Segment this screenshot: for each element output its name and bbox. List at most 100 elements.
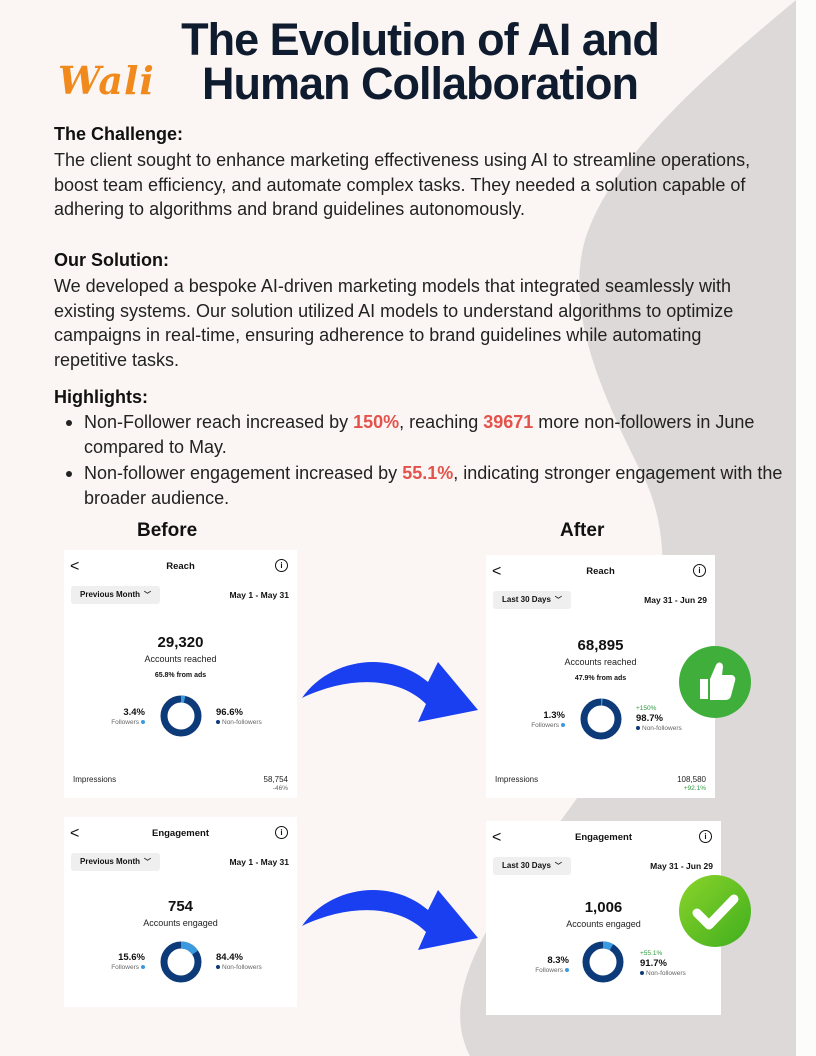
legend-dot: [561, 723, 565, 728]
donut-followers-arc: [160, 941, 202, 983]
nonfollowers-legend: Non-followers: [640, 970, 686, 977]
engagement-before-card: < Engagement i Previous Month ﹀ May 1 - …: [64, 817, 297, 1007]
period-dropdown[interactable]: Last 30 Days ﹀: [493, 591, 571, 609]
followers-label: Followers: [535, 967, 563, 974]
reach-before-card: < Reach i Previous Month ﹀ May 1 - May 3…: [64, 550, 297, 798]
date-range: May 1 - May 31: [229, 590, 289, 600]
legend-dot: [636, 726, 640, 731]
before-label: Before: [137, 520, 198, 541]
highlight-text: more non-followers in June compared to M…: [84, 412, 755, 457]
accounts-count: 68,895: [577, 637, 624, 654]
highlight-value: 55.1%: [402, 463, 454, 483]
legend-dot: [216, 965, 220, 970]
checkmark-icon: [679, 875, 751, 947]
back-icon[interactable]: <: [492, 563, 502, 580]
followers-donut: [160, 941, 202, 983]
donut-followers-arc: [160, 695, 202, 737]
followers-label: Followers: [531, 722, 559, 729]
impressions-delta: -46%: [272, 785, 288, 792]
accounts-label: Accounts engaged: [143, 918, 218, 928]
ads-share: 47.9% from ads: [574, 675, 627, 682]
accounts-label: Accounts engaged: [566, 919, 641, 929]
followers-legend: Followers: [535, 967, 569, 974]
solution-heading: Our Solution:: [54, 250, 169, 270]
chevron-down-icon: ﹀: [142, 592, 151, 599]
followers-label: Followers: [111, 719, 139, 726]
followers-legend: Followers: [531, 722, 565, 729]
donut-nonfollowers-arc: [580, 698, 622, 740]
period-dropdown[interactable]: Previous Month ﹀: [71, 853, 160, 871]
donut-nonfollowers-arc: [582, 941, 624, 983]
highlight-item: Non-Follower reach increased by 150%, re…: [66, 410, 784, 459]
chevron-down-icon: ﹀: [142, 859, 151, 866]
followers-percent: 3.4%: [123, 707, 145, 718]
donut-followers-arc: [580, 698, 622, 740]
info-icon[interactable]: i: [693, 564, 706, 577]
nonfollowers-label: Non-followers: [222, 719, 262, 726]
arrow-right-icon: [302, 661, 478, 722]
nonfollowers-legend: Non-followers: [636, 725, 682, 732]
followers-donut: [582, 941, 624, 983]
followers-legend: Followers: [111, 719, 145, 726]
nonfollowers-label: Non-followers: [646, 970, 686, 977]
chevron-down-icon: ﹀: [552, 863, 562, 870]
info-icon[interactable]: i: [275, 826, 288, 839]
impressions-value: 108,580: [677, 775, 706, 784]
page-title: The Evolution of AI and Human Collaborat…: [181, 14, 660, 109]
bullet-dot: [66, 471, 72, 477]
accounts-count: 1,006: [584, 899, 623, 916]
after-label: After: [560, 520, 605, 541]
nonfollowers-label: Non-followers: [222, 964, 262, 971]
accounts-count: 29,320: [157, 634, 204, 651]
nonfollowers-legend: Non-followers: [216, 719, 262, 726]
period-dropdown[interactable]: Last 30 Days ﹀: [493, 857, 571, 875]
followers-label: Followers: [111, 964, 139, 971]
card-title: Engagement: [574, 832, 632, 843]
bullet-dot: [66, 420, 72, 426]
impressions-label: Impressions: [73, 775, 117, 784]
arrow-right-icon: [302, 889, 478, 950]
nonfollowers-change: +150%: [636, 705, 657, 712]
reach-after-card: < Reach i Last 30 Days ﹀ May 31 - Jun 29…: [486, 555, 715, 798]
impressions-value: 58,754: [263, 775, 288, 784]
legend-dot: [640, 971, 644, 976]
challenge-heading: The Challenge:: [54, 124, 184, 144]
card-title: Engagement: [151, 828, 209, 839]
date-range: May 1 - May 31: [229, 857, 289, 867]
nonfollowers-percent: 96.6%: [216, 707, 243, 718]
followers-donut: [160, 695, 202, 737]
info-icon[interactable]: i: [699, 830, 712, 843]
period-label: Last 30 Days: [502, 595, 551, 604]
highlight-value: 150%: [353, 412, 400, 432]
nonfollowers-percent: 91.7%: [640, 958, 667, 969]
period-label: Previous Month: [80, 590, 141, 599]
donut-followers-arc: [582, 941, 624, 983]
nonfollowers-change: +55.1%: [640, 950, 663, 957]
thumbs-up-icon: [679, 646, 751, 718]
accounts-count: 754: [167, 898, 194, 915]
back-icon[interactable]: <: [492, 829, 502, 846]
nonfollowers-legend: Non-followers: [216, 964, 262, 971]
back-icon[interactable]: <: [70, 558, 80, 575]
period-dropdown[interactable]: Previous Month ﹀: [71, 586, 160, 604]
solution-text: We developed a bespoke AI-driven marketi…: [54, 276, 734, 370]
legend-dot: [565, 968, 569, 973]
accounts-label: Accounts reached: [144, 654, 217, 664]
highlight-item: Non-follower engagement increased by 55.…: [66, 461, 784, 510]
ads-share: 65.8% from ads: [154, 672, 207, 679]
accounts-label: Accounts reached: [564, 657, 637, 667]
highlight-text: , reaching: [399, 412, 484, 432]
followers-legend: Followers: [111, 964, 145, 971]
nonfollowers-percent: 98.7%: [636, 713, 663, 724]
highlights-list: Non-Follower reach increased by 150%, re…: [66, 410, 784, 512]
followers-percent: 1.3%: [543, 710, 565, 721]
nonfollowers-percent: 84.4%: [216, 952, 243, 963]
card-title: Reach: [166, 561, 195, 572]
info-icon[interactable]: i: [275, 559, 288, 572]
highlight-text: , indicating stronger engagement with th…: [84, 463, 783, 508]
period-label: Previous Month: [80, 857, 141, 866]
followers-donut: [580, 698, 622, 740]
followers-percent: 8.3%: [547, 955, 569, 966]
back-icon[interactable]: <: [70, 825, 80, 842]
